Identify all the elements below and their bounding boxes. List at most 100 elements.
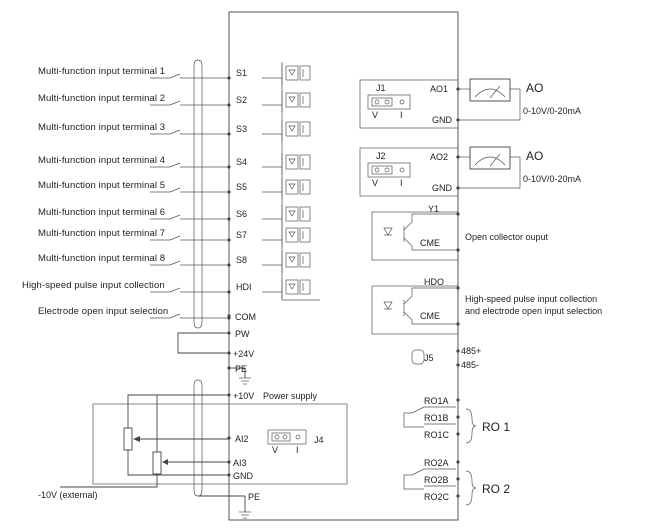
input-label-4: Multi-function input terminal 4 bbox=[38, 155, 165, 166]
input-label-2: Multi-function input terminal 2 bbox=[38, 93, 165, 104]
cme2-label: CME bbox=[420, 311, 440, 321]
inverter-body bbox=[228, 11, 459, 521]
input-terminal-s2: S2 bbox=[236, 95, 247, 105]
input-label-6: Multi-function input terminal 6 bbox=[38, 207, 165, 218]
ao-title: AO bbox=[526, 81, 543, 95]
v24-label: +24V bbox=[233, 349, 254, 359]
open-collector-desc: Open collector ouput bbox=[465, 232, 549, 242]
relay-c-label: RO2C bbox=[424, 492, 450, 502]
relay-contact-icon bbox=[403, 468, 425, 490]
j5-label: J5 bbox=[424, 353, 434, 363]
input-rows: Multi-function input terminal 1 S1Multi-f… bbox=[22, 62, 320, 320]
input-opto-icon bbox=[262, 120, 311, 142]
relay-a-label: RO2A bbox=[424, 458, 449, 468]
pw-label: PW bbox=[235, 329, 250, 339]
external-pot-box bbox=[92, 403, 348, 485]
common-terminals: COM PW +24V PE bbox=[177, 312, 256, 385]
y1-label: Y1 bbox=[428, 204, 439, 214]
ao-range: 0-10V/0-20mA bbox=[523, 174, 581, 184]
ao-title: AO bbox=[526, 149, 543, 163]
hdo-optocoupler bbox=[371, 285, 459, 335]
hdo-label: HDO bbox=[424, 277, 444, 287]
ao-terminal-label: AO2 bbox=[430, 152, 448, 162]
relay-b-label: RO1B bbox=[424, 413, 449, 423]
rs485-port: J5 485+ 485- bbox=[411, 346, 481, 370]
input-label-3: Multi-function input terminal 3 bbox=[38, 122, 165, 133]
j4-v-label: V bbox=[272, 445, 278, 455]
ao-gnd-label: GND bbox=[432, 115, 453, 125]
analog-input-section: +10V Power supply AI2 AI3 GND PE -10V (e… bbox=[38, 379, 348, 519]
hdo-output: HDO CME High-speed pulse input collectio… bbox=[371, 277, 602, 335]
ao-jumper-label: J2 bbox=[376, 151, 386, 161]
input-terminal-s8: S8 bbox=[236, 255, 247, 265]
relay-name: RO 2 bbox=[482, 482, 510, 496]
relay-brace bbox=[465, 408, 477, 444]
input-terminal-s3: S3 bbox=[236, 124, 247, 134]
ai3-label: AI3 bbox=[233, 458, 247, 468]
ao-box bbox=[359, 147, 459, 197]
relay-brace bbox=[465, 470, 477, 506]
input-label-8: Multi-function input terminal 8 bbox=[38, 253, 165, 264]
ai2-label: AI2 bbox=[235, 434, 249, 444]
potentiometer-1-icon bbox=[123, 427, 133, 451]
cme-label: CME bbox=[420, 238, 440, 248]
gnd-label: GND bbox=[233, 471, 254, 481]
input-terminal-s6: S6 bbox=[236, 209, 247, 219]
potentiometer-2-icon bbox=[152, 451, 162, 475]
open-collector-output: Y1 CME Open collector ouput bbox=[371, 204, 549, 261]
p485-label: 485+ bbox=[461, 346, 481, 356]
relay-b-label: RO2B bbox=[424, 475, 449, 485]
v10-label: +10V bbox=[233, 391, 254, 401]
power-supply-label: Power supply bbox=[263, 391, 318, 401]
input-terminal-s7: S7 bbox=[236, 230, 247, 240]
input-label-7: Multi-function input terminal 7 bbox=[38, 228, 165, 239]
meter-icon bbox=[469, 146, 511, 170]
hs-desc-2: and electrode open input selection bbox=[465, 306, 602, 316]
input-terminal-hdi: HDI bbox=[236, 282, 252, 292]
relay-a-label: RO1A bbox=[424, 396, 449, 406]
j4-label: J4 bbox=[314, 435, 324, 445]
ao-box bbox=[359, 79, 459, 129]
relay-name: RO 1 bbox=[482, 420, 510, 434]
input-label-9: High-speed pulse input collection bbox=[22, 280, 165, 291]
j4-i-label: I bbox=[296, 445, 299, 455]
ao-range: 0-10V/0-20mA bbox=[523, 106, 581, 116]
ao-i-label: I bbox=[400, 178, 403, 188]
y1-optocoupler bbox=[371, 211, 459, 261]
relay-outputs: RO1A RO1B RO1C RO 1 RO2A RO2B RO2C RO 2 bbox=[403, 396, 510, 506]
ao-gnd-label: GND bbox=[432, 183, 453, 193]
n485-label: 485- bbox=[461, 360, 479, 370]
neg10-label: -10V (external) bbox=[38, 490, 98, 500]
led-icon bbox=[383, 227, 393, 236]
pe-label-bottom: PE bbox=[248, 492, 260, 502]
ao-jumper-label: J1 bbox=[376, 83, 386, 93]
relay-contact-icon bbox=[403, 406, 425, 428]
input-terminal-s1: S1 bbox=[236, 68, 247, 78]
hs-desc-1: High-speed pulse input collection bbox=[465, 294, 597, 304]
meter-icon bbox=[469, 78, 511, 102]
relay-c-label: RO1C bbox=[424, 430, 450, 440]
pw-jumper-wire bbox=[177, 332, 229, 354]
input-label-10: Electrode open input selection bbox=[38, 306, 168, 317]
pe-label-top: PE bbox=[235, 364, 247, 374]
relay-1: RO1A RO1B RO1C RO 1 bbox=[403, 396, 510, 444]
input-terminal-s5: S5 bbox=[236, 182, 247, 192]
input-label-5: Multi-function input terminal 5 bbox=[38, 180, 165, 191]
j5-connector-icon bbox=[411, 349, 425, 365]
ao-v-label: V bbox=[372, 178, 378, 188]
ao-v-label: V bbox=[372, 110, 378, 120]
input-terminal-s4: S4 bbox=[236, 157, 247, 167]
ao-terminal-label: AO1 bbox=[430, 84, 448, 94]
input-shield-cable bbox=[193, 59, 203, 329]
relay-2: RO2A RO2B RO2C RO 2 bbox=[403, 458, 510, 506]
j4-jumper bbox=[267, 429, 307, 445]
ao-jumper-icon bbox=[367, 94, 411, 110]
ao-i-label: I bbox=[400, 110, 403, 120]
com-label: COM bbox=[235, 312, 256, 322]
input-label-1: Multi-function input terminal 1 bbox=[38, 66, 165, 77]
ao-jumper-icon bbox=[367, 162, 411, 178]
